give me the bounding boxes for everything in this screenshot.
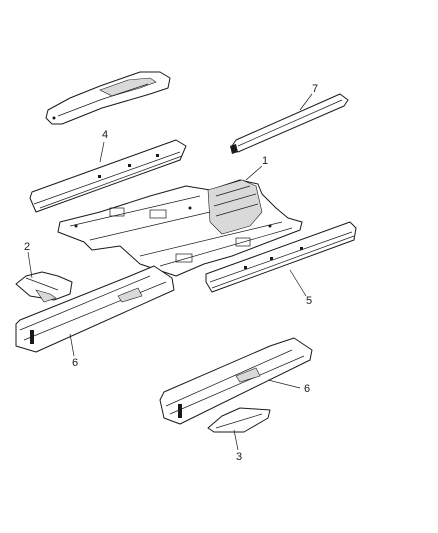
callout-6-left: 6	[72, 357, 78, 369]
callout-2: 2	[24, 241, 30, 253]
part-bracket-left	[15, 271, 73, 303]
leader-4	[99, 141, 105, 163]
part-rail-right	[159, 337, 313, 425]
leader-2	[27, 251, 33, 279]
callout-6-right: 6	[304, 383, 310, 395]
part-crossmember	[230, 93, 349, 154]
leader-6b	[267, 379, 301, 389]
leader-6a	[69, 333, 75, 357]
callout-5: 5	[306, 295, 312, 307]
callout-4: 4	[102, 129, 108, 141]
leader-5	[289, 269, 307, 297]
part-floor-pan	[57, 179, 303, 277]
part-side-sill	[205, 221, 357, 293]
part-panel-top	[45, 71, 171, 125]
callout-7: 7	[312, 83, 318, 95]
callout-1: 1	[262, 155, 268, 167]
callout-3: 3	[236, 451, 242, 463]
part-rear-rail	[29, 139, 187, 213]
part-rail-left	[15, 265, 175, 353]
leader-1	[245, 165, 263, 181]
leader-3	[233, 429, 239, 451]
leader-lines	[27, 93, 313, 451]
part-bracket-lower	[207, 407, 271, 433]
leader-7	[299, 93, 313, 111]
